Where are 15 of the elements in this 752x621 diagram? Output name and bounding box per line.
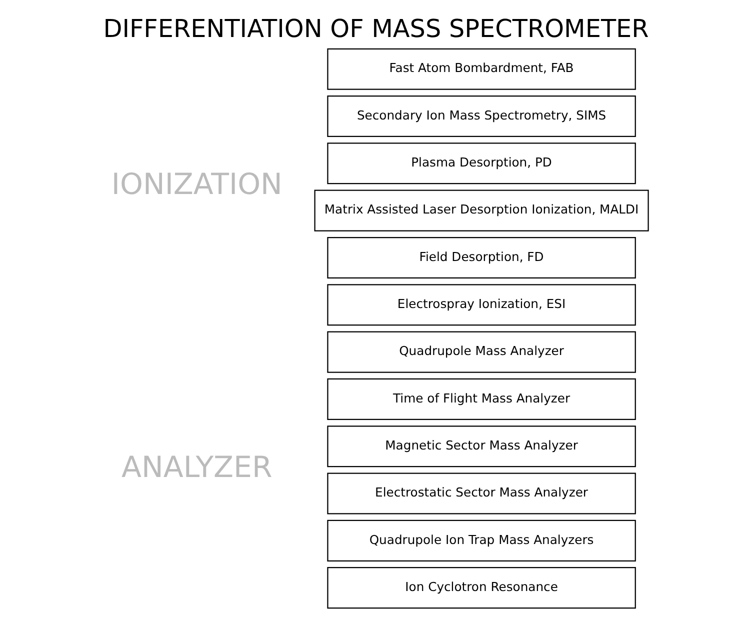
node-box: Matrix Assisted Laser Desorption Ionization, MALDI: [314, 190, 649, 232]
node-box: Field Desorption, FD: [327, 236, 636, 278]
diagram-title: DIFFERENTIATION OF MASS SPECTROMETER: [103, 14, 649, 44]
node-box: Fast Atom Bombardment, FAB: [327, 48, 636, 90]
label: ANALYZER: [122, 450, 272, 484]
node-box: Magnetic Sector Mass Analyzer: [327, 426, 636, 468]
node-box: Electrospray Ionization, ESI: [327, 284, 636, 326]
node-box: Ion Cyclotron Resonance: [327, 567, 636, 609]
node-box: Time of Flight Mass Analyzer: [327, 378, 636, 420]
label: IONIZATION: [111, 167, 282, 202]
node-box: Electrostatic Sector Mass Analyzer: [327, 472, 636, 514]
node-box: Secondary Ion Mass Spectrometry, SIMS: [327, 95, 636, 138]
node-box: Plasma Desorption, PD: [327, 142, 636, 184]
node-box: Quadrupole Mass Analyzer: [327, 331, 636, 373]
node-box: Quadrupole Ion Trap Mass Analyzers: [327, 520, 636, 562]
